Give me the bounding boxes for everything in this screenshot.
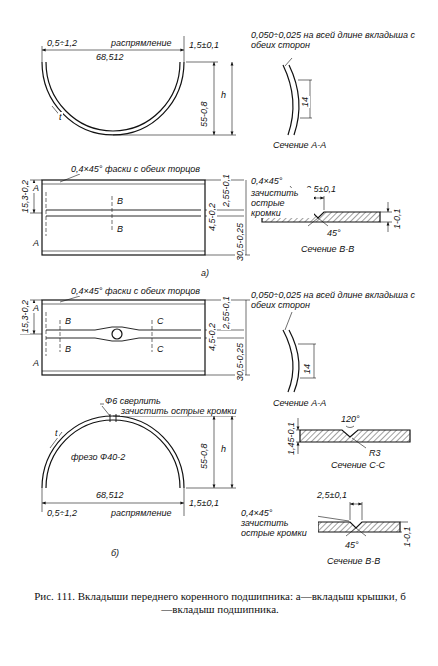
dimension-label: 68,512	[95, 490, 125, 500]
dimension-label: 0,4×45° фаски с обеих торцов	[70, 164, 201, 174]
dimension-label: 14	[300, 96, 310, 108]
dimension-label: 120°	[340, 414, 361, 424]
dimension-label: t	[54, 428, 59, 438]
dimension-label: 1,5±0,1	[188, 498, 220, 508]
dimension-label: Сечение А-А	[272, 140, 327, 150]
dimension-label: А	[32, 303, 40, 313]
dimension-label: 1,45-0,1	[286, 421, 296, 456]
dimension-label: Сечение В-В	[326, 556, 381, 566]
dimension-label: 30,5-0,25	[235, 222, 245, 262]
dimension-label: 68,512	[95, 52, 125, 62]
dimension-label: 2,5±0,1	[316, 490, 348, 500]
dimension-label: 4,5-0,2	[207, 322, 217, 352]
dimension-label: Сечение С-С	[330, 460, 386, 470]
dimension-label: 0,4×45° фаски с обеих торцов	[70, 286, 201, 296]
dimension-label: Ф6 сверлить	[104, 396, 162, 406]
dimension-label: б)	[110, 548, 120, 558]
dimension-label: 2,55-0,1	[221, 173, 231, 208]
dimension-label: В	[116, 196, 124, 206]
dimension-label: В	[116, 224, 124, 234]
dimension-label: фрезо Ф40-2	[70, 452, 126, 462]
dimension-label: 0,050÷0,025 на всей длине вкладыша с обе…	[250, 30, 432, 50]
dimension-label: Сечение В-В	[300, 244, 355, 254]
dimension-label: Сечение А-А	[272, 398, 327, 408]
dimension-label: распрямление	[110, 508, 172, 518]
dimension-label: t	[58, 112, 63, 122]
dimension-label: С	[156, 316, 165, 326]
dimension-label: 45°	[344, 540, 360, 550]
dimension-label: а)	[200, 268, 210, 278]
dimension-label: 55-0,8	[199, 442, 209, 470]
dimension-label: 30,5-0,25	[235, 342, 245, 382]
dimension-label: С	[156, 344, 165, 354]
dimension-label: 0,5÷1,2	[46, 38, 78, 48]
dimension-label: зачистить острые кромки	[120, 406, 238, 416]
dimension-label: В	[64, 316, 72, 326]
dimension-label: 1-0,1	[402, 525, 412, 548]
dimension-label: 45°	[326, 228, 342, 238]
dimension-label: 0,4×45°	[250, 176, 283, 186]
dimension-label: зачистить острые кромки	[250, 188, 314, 218]
dimension-label: 1-0,1	[392, 207, 402, 230]
dimension-label: 4,5-0,2	[207, 202, 217, 232]
dimension-label: R3	[368, 448, 382, 458]
dimension-label: h	[220, 90, 227, 100]
dimension-label: А	[32, 183, 40, 193]
dimension-label: 2,55-0,1	[221, 295, 231, 330]
dimension-label: 1,5±0,1	[188, 40, 220, 50]
dimension-label: В	[64, 344, 72, 354]
dimension-label: 15,3-0,2	[20, 299, 30, 334]
dimension-label: А	[32, 358, 40, 368]
dimension-label: распрямление	[110, 38, 172, 48]
dimension-label: 55-0,8	[199, 100, 209, 128]
dimension-label: 15,3-0,2	[20, 179, 30, 214]
dimension-label: 0,5÷1,2	[46, 508, 78, 518]
dimension-label: 14	[302, 363, 312, 375]
figure-caption: Рис. 111. Вкладыши переднего коренного п…	[30, 590, 410, 616]
dimension-label: 0,4×45° зачистить острые кромки	[240, 508, 318, 538]
dimension-label: А	[32, 238, 40, 248]
dimension-label: h	[220, 444, 227, 454]
dimension-label: 0,050÷0,025 на всей длине вкладыша с обе…	[250, 290, 432, 310]
